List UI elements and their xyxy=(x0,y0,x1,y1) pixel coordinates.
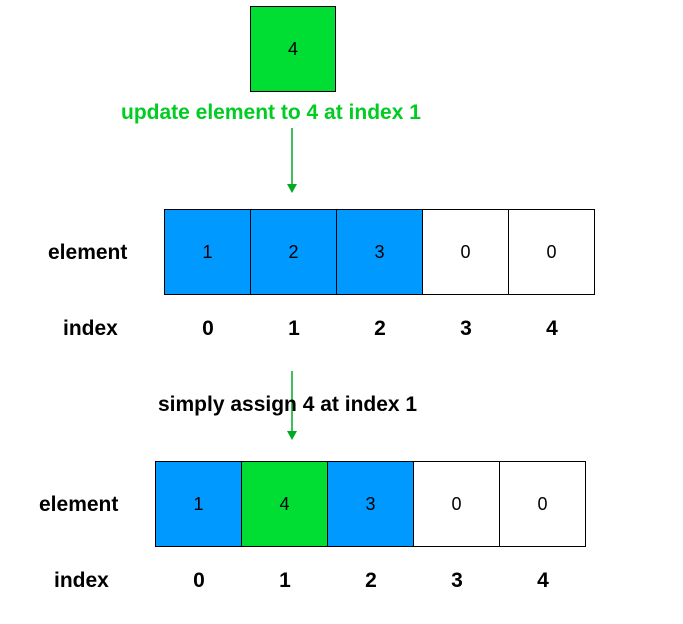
array-before-cell: 3 xyxy=(336,209,423,295)
array-after-cell: 0 xyxy=(413,461,500,547)
array-after-cell: 3 xyxy=(327,461,414,547)
array-after-index: 2 xyxy=(365,569,377,592)
array-before-cell: 2 xyxy=(250,209,337,295)
array-after-index-label: index xyxy=(54,569,109,592)
array-after-index: 0 xyxy=(193,569,205,592)
cell-value: 0 xyxy=(546,241,557,262)
array-before-cell: 0 xyxy=(508,209,595,295)
assign-caption: simply assign 4 at index 1 xyxy=(158,393,418,416)
new-value-label: 4 xyxy=(287,38,298,59)
array-before-index: 3 xyxy=(460,317,472,340)
array-after-index: 3 xyxy=(451,569,463,592)
cell-value: 3 xyxy=(374,241,385,262)
cell-value: 0 xyxy=(537,493,548,514)
array-after-element-label: element xyxy=(39,493,119,516)
cell-value: 4 xyxy=(279,493,290,514)
array-after-index: 1 xyxy=(279,569,291,592)
array-before-index-label: index xyxy=(63,317,118,340)
array-before-index: 2 xyxy=(374,317,386,340)
cell-value: 3 xyxy=(365,493,376,514)
array-before-cell: 0 xyxy=(422,209,509,295)
update-caption: update element to 4 at index 1 xyxy=(121,101,421,124)
array-after-index: 4 xyxy=(537,569,549,592)
array-before-index: 0 xyxy=(202,317,214,340)
new-value-box: 4 xyxy=(250,6,336,92)
arrow-top-head xyxy=(287,184,297,193)
array-before-element-label: element xyxy=(48,241,128,264)
array-before-index: 1 xyxy=(288,317,300,340)
array-before-cell: 1 xyxy=(164,209,251,295)
cell-value: 0 xyxy=(460,241,471,262)
arrow-mid-head xyxy=(287,431,297,440)
cell-value: 1 xyxy=(202,241,213,262)
array-after-cell: 0 xyxy=(499,461,586,547)
array-before-index: 4 xyxy=(546,317,558,340)
cell-value: 1 xyxy=(193,493,204,514)
array-after-cell: 1 xyxy=(155,461,242,547)
cell-value: 0 xyxy=(451,493,462,514)
cell-value: 2 xyxy=(288,241,299,262)
array-after-cell: 4 xyxy=(241,461,328,547)
